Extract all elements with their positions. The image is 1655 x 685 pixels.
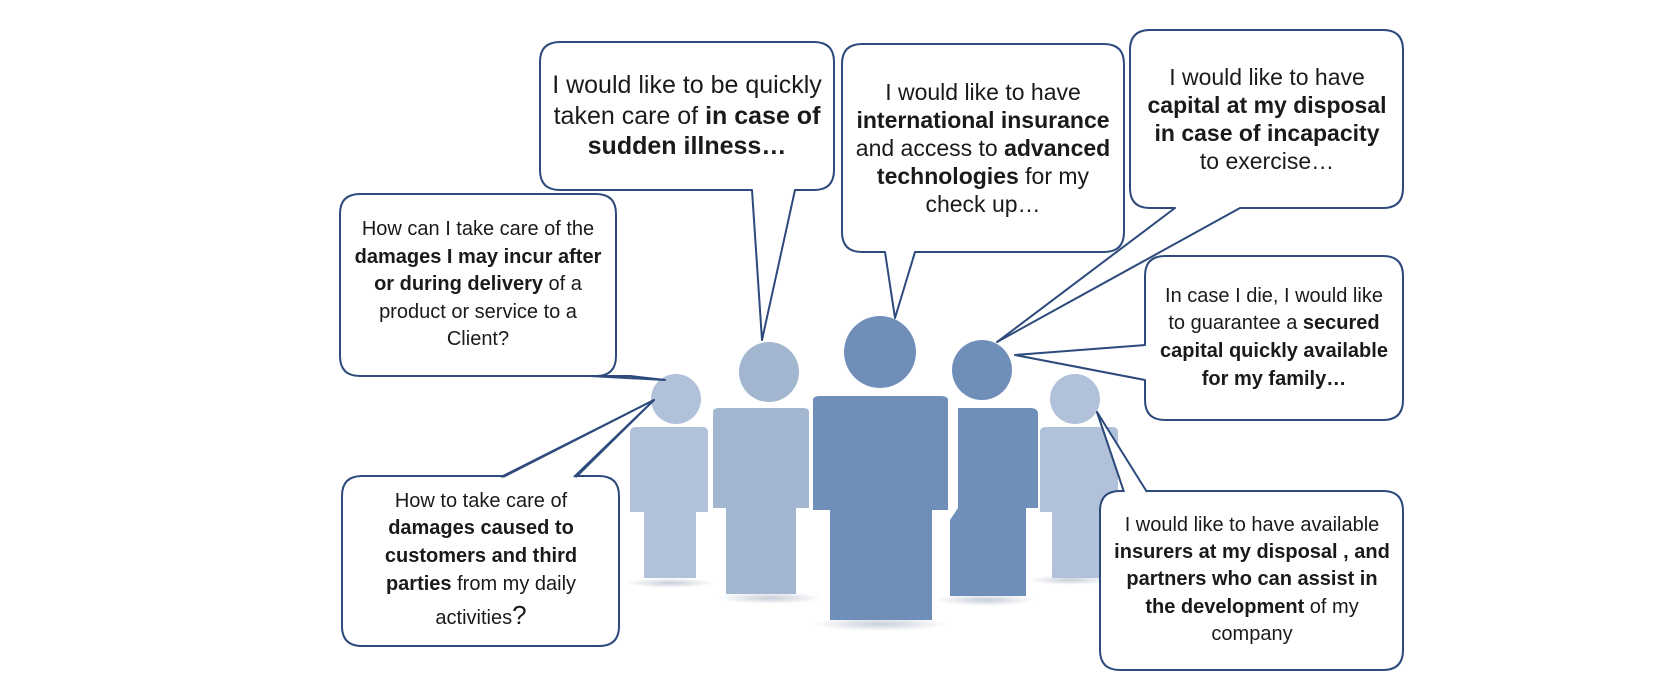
bubble-text: of my company [1211,595,1359,645]
person-far-left [630,374,708,578]
bubble-death-capital: In case I die, I would like to guarantee… [1156,262,1392,414]
bubble-text-bold: international insurance [856,106,1110,133]
bubble-text: and access to [855,134,1005,161]
person-center [813,316,948,620]
bubble-third-parties: How to take care of damages caused to cu… [354,482,608,640]
person-far-right [1040,374,1118,578]
bubble-text: I would like to have [1169,63,1365,90]
bubble-shape-damages-delivery [339,193,666,381]
bubble-text: for my check up… [925,163,1090,218]
bubble-shape-death-capital [1014,255,1404,421]
bubble-text-bold: advanced technologies [876,134,1111,190]
person-left [713,342,809,594]
bubble-text: How to take care of [394,489,568,512]
bubble-international: I would like to have international insur… [854,50,1112,246]
bubble-text-bold: damages caused to customers and third pa… [384,517,578,595]
bubble-text-bold: capital at my disposal in case of incapa… [1147,91,1387,146]
bubble-shape-incapacity [996,29,1404,343]
bubble-text: to exercise… [1199,148,1335,175]
bubble-shape-third-parties [341,475,620,647]
bubble-text-bold: damages I may incur after or during deli… [354,245,602,296]
floor-shadow [718,592,822,604]
bubble-text: I would like to have available [1124,514,1380,537]
bubble-text: from my daily activities [435,572,577,630]
bubble-text: In case I die, I would like to guarantee… [1165,284,1383,335]
bubble-shape-insurers-partners [1099,490,1404,671]
bubble-text: of a product or service to a Client? [379,273,582,351]
floor-shadow [626,578,714,588]
bubble-text-bold: in case of sudden illness… [587,101,821,161]
bubble-sudden-illness: I would like to be quickly taken care of… [552,46,822,186]
floor-shadow [935,594,1035,606]
bubble-text-bold: insurers at my disposal , and partners w… [1114,541,1390,618]
floor-shadow [812,617,948,631]
bubble-text: I would like to have [885,78,1081,105]
bubble-text: I would like to be quickly taken care of [552,71,822,130]
bubble-shape-sudden-illness [539,41,835,341]
bubble-text-bold: secured capital quickly available for my… [1160,312,1388,390]
bubble-damages-delivery: How can I take care of the damages I may… [352,200,604,370]
bubble-incapacity: I would like to have capital at my dispo… [1142,36,1392,202]
bubble-text: How can I take care of the [361,218,595,241]
bubble-text: ? [512,600,527,631]
bubble-shape-international [841,43,1125,319]
person-right [950,340,1038,596]
bubble-insurers-partners: I would like to have available insurers … [1110,496,1394,664]
